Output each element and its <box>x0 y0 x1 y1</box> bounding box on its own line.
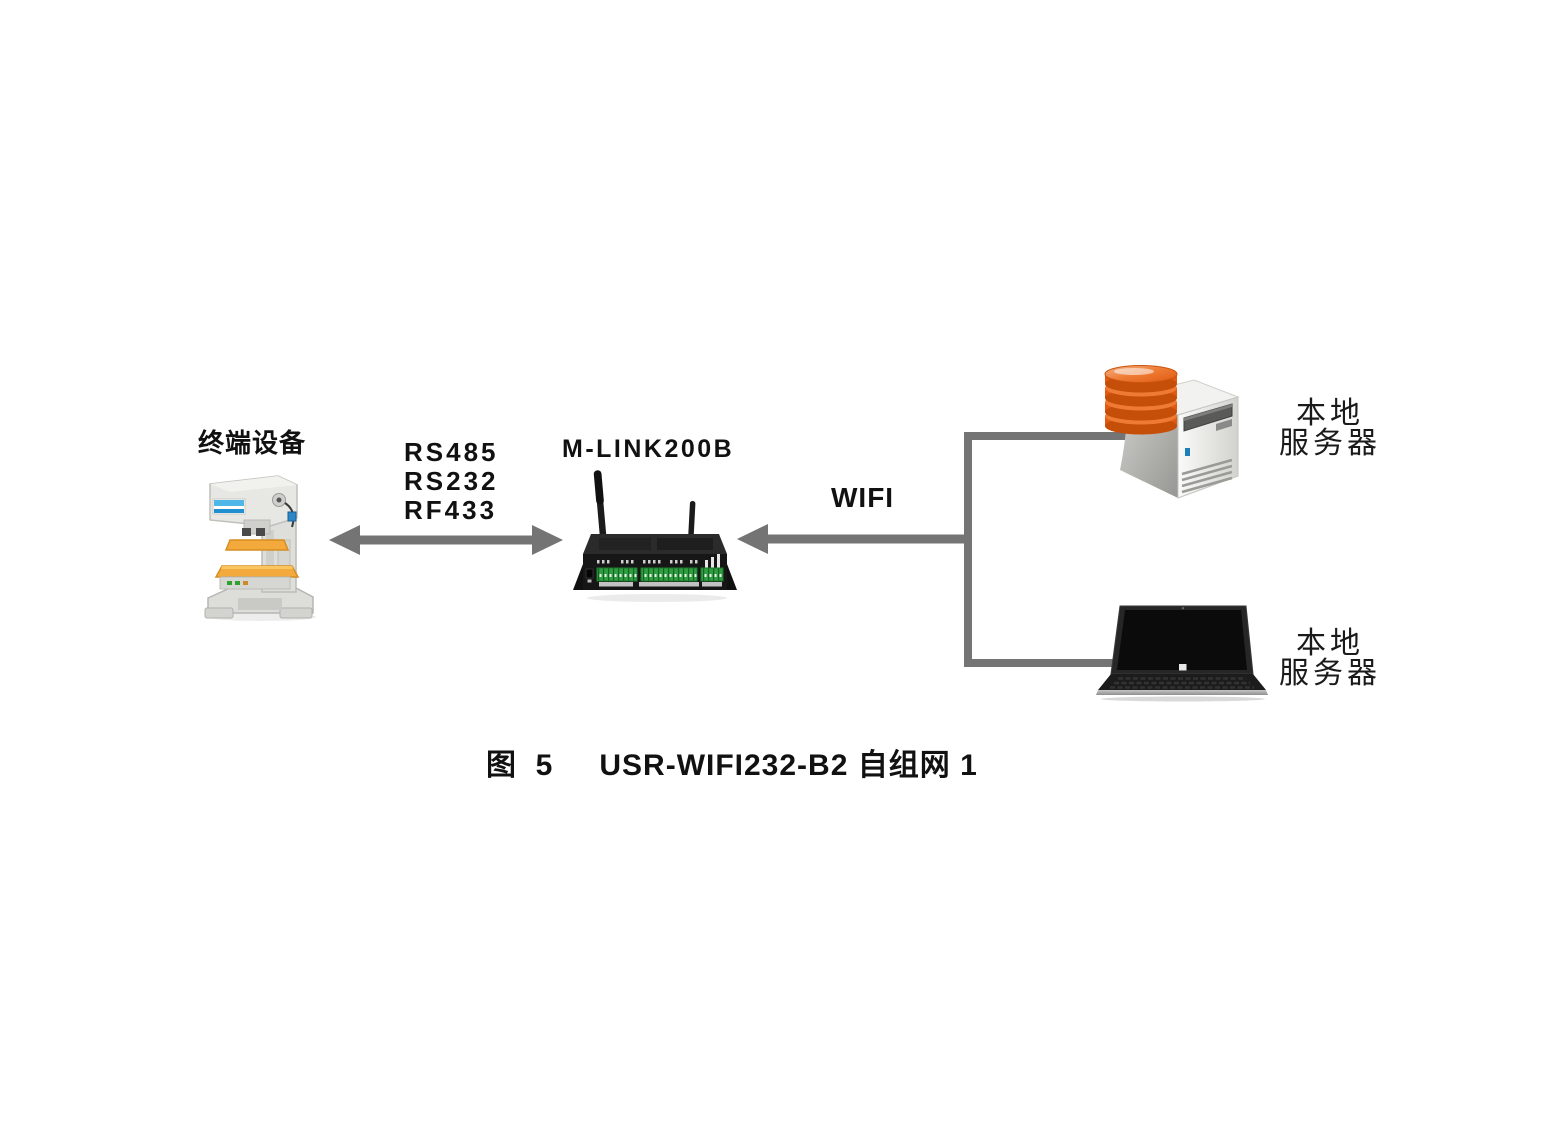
serial-label-rf433: RF433 <box>404 495 498 525</box>
serial-protocols-label: RS485 RS232 RF433 <box>404 438 499 525</box>
server-branch-line <box>964 432 1140 667</box>
punch-press-machine-image <box>204 475 316 621</box>
local-server-laptop-label-line1: 本地 <box>1296 627 1364 660</box>
local-server-laptop-label-line2: 服务器 <box>1279 657 1381 690</box>
arrowhead-left-icon <box>737 524 768 554</box>
wifi-arrow <box>737 524 968 554</box>
laptop-image <box>1096 605 1268 702</box>
wifi-router-image <box>573 470 737 602</box>
local-server-laptop-label: 本地 服务器 <box>1270 629 1390 689</box>
router-port-marks <box>597 560 698 564</box>
terminal-blocks <box>596 567 724 582</box>
local-server-db-label-line1: 本地 <box>1296 397 1364 430</box>
arrowhead-left-icon <box>329 525 360 555</box>
machine-sticker <box>212 498 246 515</box>
signal-bars-icon <box>705 554 720 568</box>
figure-number: 图 5 <box>486 749 554 782</box>
local-server-db-label: 本地 服务器 <box>1270 399 1390 459</box>
figure-title: USR-WIFI232-B2 自组网 1 <box>599 749 978 782</box>
local-server-db-label-line2: 服务器 <box>1279 427 1381 460</box>
antenna-left-icon <box>593 470 607 541</box>
database-server-image <box>1104 365 1240 499</box>
database-cylinders-icon <box>1104 365 1178 435</box>
gateway-model-label: M-LINK200B <box>562 435 735 463</box>
laptop-screen <box>1117 610 1247 670</box>
terminal-device-label: 终端设备 <box>198 428 307 458</box>
serial-double-arrow <box>329 525 563 555</box>
serial-label-rs232: RS232 <box>404 466 499 496</box>
laptop-front-edge <box>1096 690 1268 695</box>
figure-caption: 图 5 USR-WIFI232-B2 自组网 1 <box>486 740 978 784</box>
machine-tool-orange <box>224 539 290 551</box>
arrowhead-right-icon <box>532 525 563 555</box>
antenna-right-icon <box>688 501 696 542</box>
wifi-link-label: WIFI <box>831 482 895 513</box>
serial-label-rs485: RS485 <box>404 437 499 467</box>
